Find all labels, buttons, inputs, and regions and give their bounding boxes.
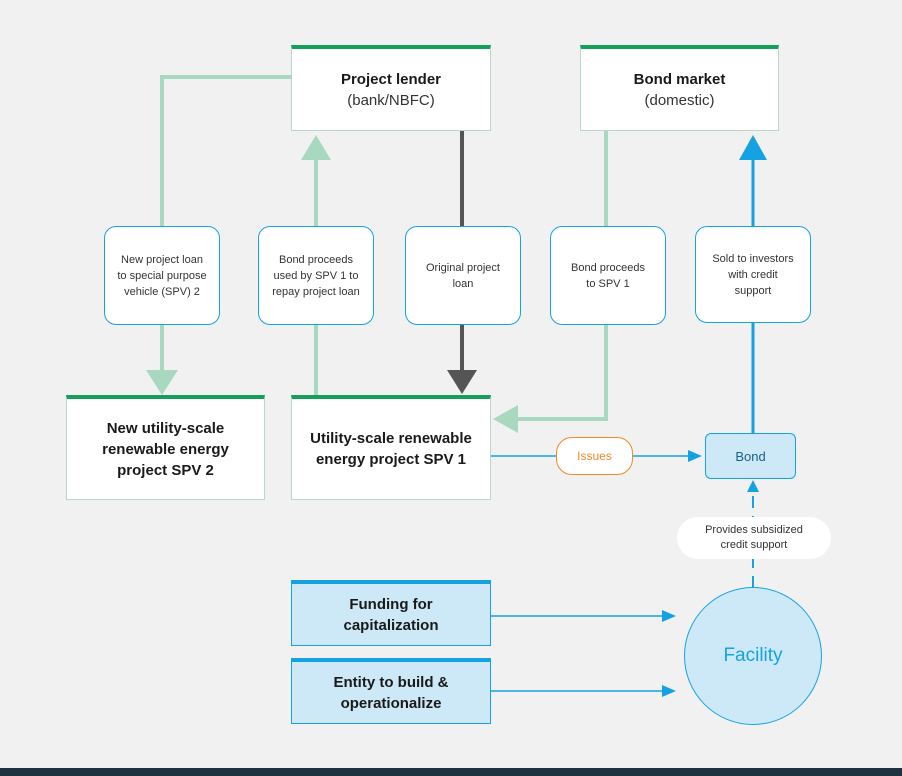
label-credit-support: Provides subsidized credit support xyxy=(677,517,831,559)
spv2-line1: New utility-scale xyxy=(106,419,225,437)
connector-funding xyxy=(491,610,676,622)
spv1-line2: energy project SPV 1 xyxy=(315,451,467,468)
facility-circle: Facility xyxy=(684,587,822,725)
issues-pill: Issues xyxy=(556,437,633,475)
project-lender-box: Project lender (bank/NBFC) xyxy=(291,45,491,131)
spv2-box: New utility-scale renewable energy proje… xyxy=(66,395,265,500)
connector-entity xyxy=(491,685,676,697)
label-sold-to-investors: Sold to investors with credit support xyxy=(695,226,811,323)
spv2-line3: project SPV 2 xyxy=(117,461,214,479)
spv1-box: Utility-scale renewable energy project S… xyxy=(291,395,491,500)
funding-box: Funding for capitalization xyxy=(291,580,491,646)
entity-line2: operationalize xyxy=(340,694,442,712)
entity-box: Entity to build & operationalize xyxy=(291,658,491,724)
funding-line1: Funding for xyxy=(349,595,433,613)
label-bond-proceeds-spv1: Bond proceeds to SPV 1 xyxy=(550,226,666,325)
bond-market-box: Bond market (domestic) xyxy=(580,45,779,131)
project-lender-title: Project lender xyxy=(340,70,442,88)
bond-market-subtitle: (domestic) xyxy=(644,91,715,109)
spv1-line1: Utility-scale renewable xyxy=(310,430,472,447)
label-new-project-loan: New project loan to special purpose vehi… xyxy=(104,226,220,325)
bond-box: Bond xyxy=(705,433,796,479)
bond-market-title: Bond market xyxy=(633,70,726,88)
entity-line1: Entity to build & xyxy=(333,673,449,691)
spv2-line2: renewable energy xyxy=(102,440,229,458)
label-original-loan: Original project loan xyxy=(405,226,521,325)
funding-line2: capitalization xyxy=(343,616,439,634)
label-bond-proceeds-repay: Bond proceeds used by SPV 1 to repay pro… xyxy=(258,226,374,325)
footer-bar xyxy=(0,768,902,776)
project-lender-subtitle: (bank/NBFC) xyxy=(347,91,435,109)
